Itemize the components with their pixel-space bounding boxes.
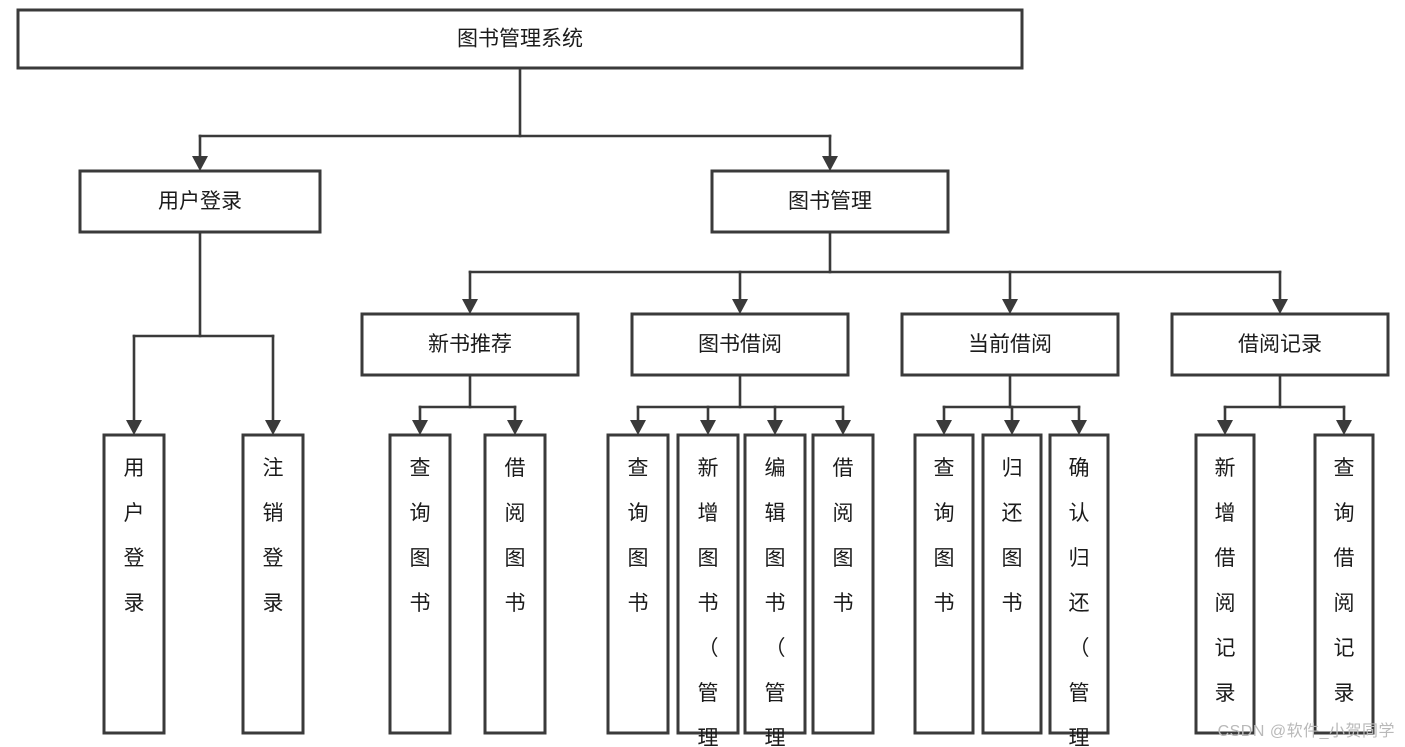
node-label: 借阅图书 bbox=[833, 457, 854, 615]
connector-group bbox=[462, 230, 1288, 314]
node-box[interactable] bbox=[676, 433, 740, 735]
node-box[interactable] bbox=[606, 433, 670, 735]
arrowhead-icon bbox=[630, 420, 646, 435]
connector-group bbox=[936, 373, 1087, 435]
node-box[interactable] bbox=[483, 433, 547, 735]
diagram-node-cb-confirm[interactable]: 确认归还（管理员） bbox=[1048, 433, 1110, 747]
node-box[interactable] bbox=[710, 169, 950, 234]
connector-group bbox=[412, 373, 523, 435]
node-label: 查询借阅记录 bbox=[1334, 457, 1355, 705]
node-label: 用户登录 bbox=[158, 190, 242, 213]
diagram-node-nb-query[interactable]: 查询图书 bbox=[388, 433, 452, 735]
arrowhead-icon bbox=[835, 420, 851, 435]
diagram-node-rc-add[interactable]: 新增借阅记录 bbox=[1194, 433, 1256, 735]
node-label: 借阅图书 bbox=[505, 457, 526, 615]
arrowhead-icon bbox=[1272, 299, 1288, 314]
connector-group bbox=[630, 373, 851, 435]
node-label: 注销登录 bbox=[263, 457, 284, 615]
node-label: 当前借阅 bbox=[968, 333, 1052, 356]
arrowhead-icon bbox=[822, 156, 838, 171]
node-box[interactable] bbox=[388, 433, 452, 735]
node-label: 编辑图书（管理员） bbox=[765, 457, 786, 747]
node-box[interactable] bbox=[102, 433, 166, 735]
arrowhead-icon bbox=[126, 420, 142, 435]
diagram-node-bk-add[interactable]: 新增图书（管理员） bbox=[676, 433, 740, 747]
diagram-node-cb-query[interactable]: 查询图书 bbox=[913, 433, 975, 735]
diagram-node-current[interactable]: 当前借阅 bbox=[900, 312, 1120, 377]
arrowhead-icon bbox=[412, 420, 428, 435]
arrowhead-icon bbox=[732, 299, 748, 314]
arrowhead-icon bbox=[936, 420, 952, 435]
arrowhead-icon bbox=[1217, 420, 1233, 435]
arrowhead-icon bbox=[767, 420, 783, 435]
node-box[interactable] bbox=[360, 312, 580, 377]
diagram-node-rc-query[interactable]: 查询借阅记录 bbox=[1313, 433, 1375, 735]
diagram-node-bk-query[interactable]: 查询图书 bbox=[606, 433, 670, 735]
node-box[interactable] bbox=[1313, 433, 1375, 735]
diagram-node-root[interactable]: 图书管理系统 bbox=[16, 8, 1024, 70]
node-box[interactable] bbox=[981, 433, 1043, 735]
arrowhead-icon bbox=[1002, 299, 1018, 314]
diagram-node-borrow[interactable]: 图书借阅 bbox=[630, 312, 850, 377]
diagram-node-records[interactable]: 借阅记录 bbox=[1170, 312, 1390, 377]
node-box[interactable] bbox=[913, 433, 975, 735]
node-label: 图书管理 bbox=[788, 190, 872, 213]
node-box[interactable] bbox=[1048, 433, 1110, 735]
node-label: 新增图书（管理员） bbox=[698, 457, 719, 747]
diagram-node-bk-edit[interactable]: 编辑图书（管理员） bbox=[743, 433, 807, 747]
node-label: 归还图书 bbox=[1002, 457, 1023, 615]
node-box[interactable] bbox=[241, 433, 305, 735]
node-label: 图书借阅 bbox=[698, 333, 782, 356]
node-label: 新增借阅记录 bbox=[1215, 457, 1236, 705]
node-label: 查询图书 bbox=[410, 457, 431, 615]
connector-group bbox=[192, 66, 838, 171]
node-box[interactable] bbox=[16, 8, 1024, 70]
node-box[interactable] bbox=[630, 312, 850, 377]
node-label: 确认归还（管理员） bbox=[1069, 457, 1090, 747]
node-label: 借阅记录 bbox=[1238, 333, 1322, 356]
diagram-node-login-out[interactable]: 注销登录 bbox=[241, 433, 305, 735]
diagram-node-login[interactable]: 用户登录 bbox=[78, 169, 322, 234]
node-layer: 图书管理系统用户登录图书管理新书推荐图书借阅当前借阅借阅记录用户登录注销登录查询… bbox=[16, 8, 1390, 747]
node-box[interactable] bbox=[1194, 433, 1256, 735]
arrowhead-icon bbox=[700, 420, 716, 435]
node-label: 新书推荐 bbox=[428, 333, 512, 356]
node-box[interactable] bbox=[78, 169, 322, 234]
arrowhead-icon bbox=[1336, 420, 1352, 435]
node-box[interactable] bbox=[1170, 312, 1390, 377]
arrowhead-icon bbox=[192, 156, 208, 171]
arrowhead-icon bbox=[1071, 420, 1087, 435]
diagram-node-login-in[interactable]: 用户登录 bbox=[102, 433, 166, 735]
node-label: 用户登录 bbox=[124, 457, 145, 615]
arrowhead-icon bbox=[265, 420, 281, 435]
node-label: 查询图书 bbox=[628, 457, 649, 615]
connector-group bbox=[126, 230, 281, 435]
connector-layer bbox=[126, 66, 1352, 435]
diagram-node-bk-borrow[interactable]: 借阅图书 bbox=[811, 433, 875, 735]
node-label: 查询图书 bbox=[934, 457, 955, 615]
node-box[interactable] bbox=[743, 433, 807, 735]
node-label: 图书管理系统 bbox=[457, 28, 583, 51]
diagram-node-cb-return[interactable]: 归还图书 bbox=[981, 433, 1043, 735]
arrowhead-icon bbox=[462, 299, 478, 314]
arrowhead-icon bbox=[507, 420, 523, 435]
diagram-node-nb-borrow[interactable]: 借阅图书 bbox=[483, 433, 547, 735]
watermark-label: CSDN @软件_小贺同学 bbox=[1217, 723, 1395, 740]
connector-group bbox=[1217, 373, 1352, 435]
node-box[interactable] bbox=[900, 312, 1120, 377]
diagram-node-newbook[interactable]: 新书推荐 bbox=[360, 312, 580, 377]
node-box[interactable] bbox=[811, 433, 875, 735]
diagram-node-bookmgmt[interactable]: 图书管理 bbox=[710, 169, 950, 234]
arrowhead-icon bbox=[1004, 420, 1020, 435]
